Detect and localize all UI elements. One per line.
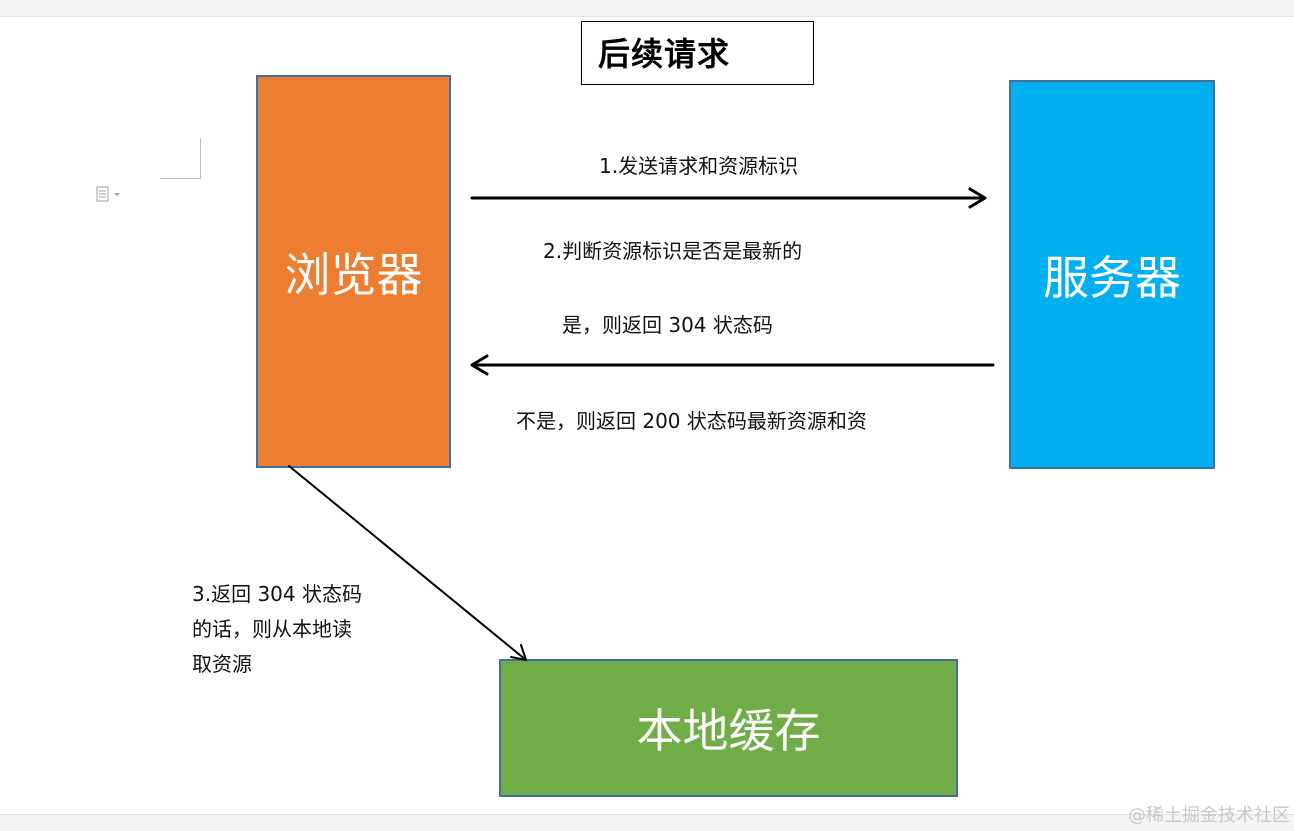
browser-node-label: 浏览器: [284, 247, 423, 302]
page-margin-marker: [160, 138, 201, 179]
no-200-label: 不是，则返回 200 状态码最新资源和资: [516, 409, 867, 433]
browser-node: 浏览器: [256, 75, 451, 468]
editor-top-bar: [0, 0, 1294, 17]
document-icon[interactable]: [96, 186, 122, 202]
server-node-label: 服务器: [1043, 250, 1181, 305]
cache-arrow: [288, 465, 527, 661]
response-arrow: [470, 354, 995, 376]
local-cache-node-label: 本地缓存: [636, 704, 821, 758]
cache-read-label-line: 的话，则从本地读: [192, 617, 352, 641]
request-arrow: [470, 187, 987, 209]
server-node: 服务器: [1009, 80, 1215, 469]
editor-status-bar: [0, 814, 1294, 831]
diagram-title: 后续请求: [581, 21, 814, 85]
local-cache-node: 本地缓存: [499, 659, 958, 797]
yes-304-label: 是，则返回 304 状态码: [562, 313, 773, 337]
check-label: 2.判断资源标识是否是最新的: [543, 239, 803, 263]
cache-read-label-line: 3.返回 304 状态码: [192, 582, 362, 606]
cache-read-label: 3.返回 304 状态码 的话，则从本地读 取资源: [192, 577, 362, 682]
cache-read-label-line: 取资源: [192, 652, 252, 676]
request-label: 1.发送请求和资源标识: [599, 154, 799, 178]
watermark: @稀土掘金技术社区: [1128, 805, 1290, 826]
